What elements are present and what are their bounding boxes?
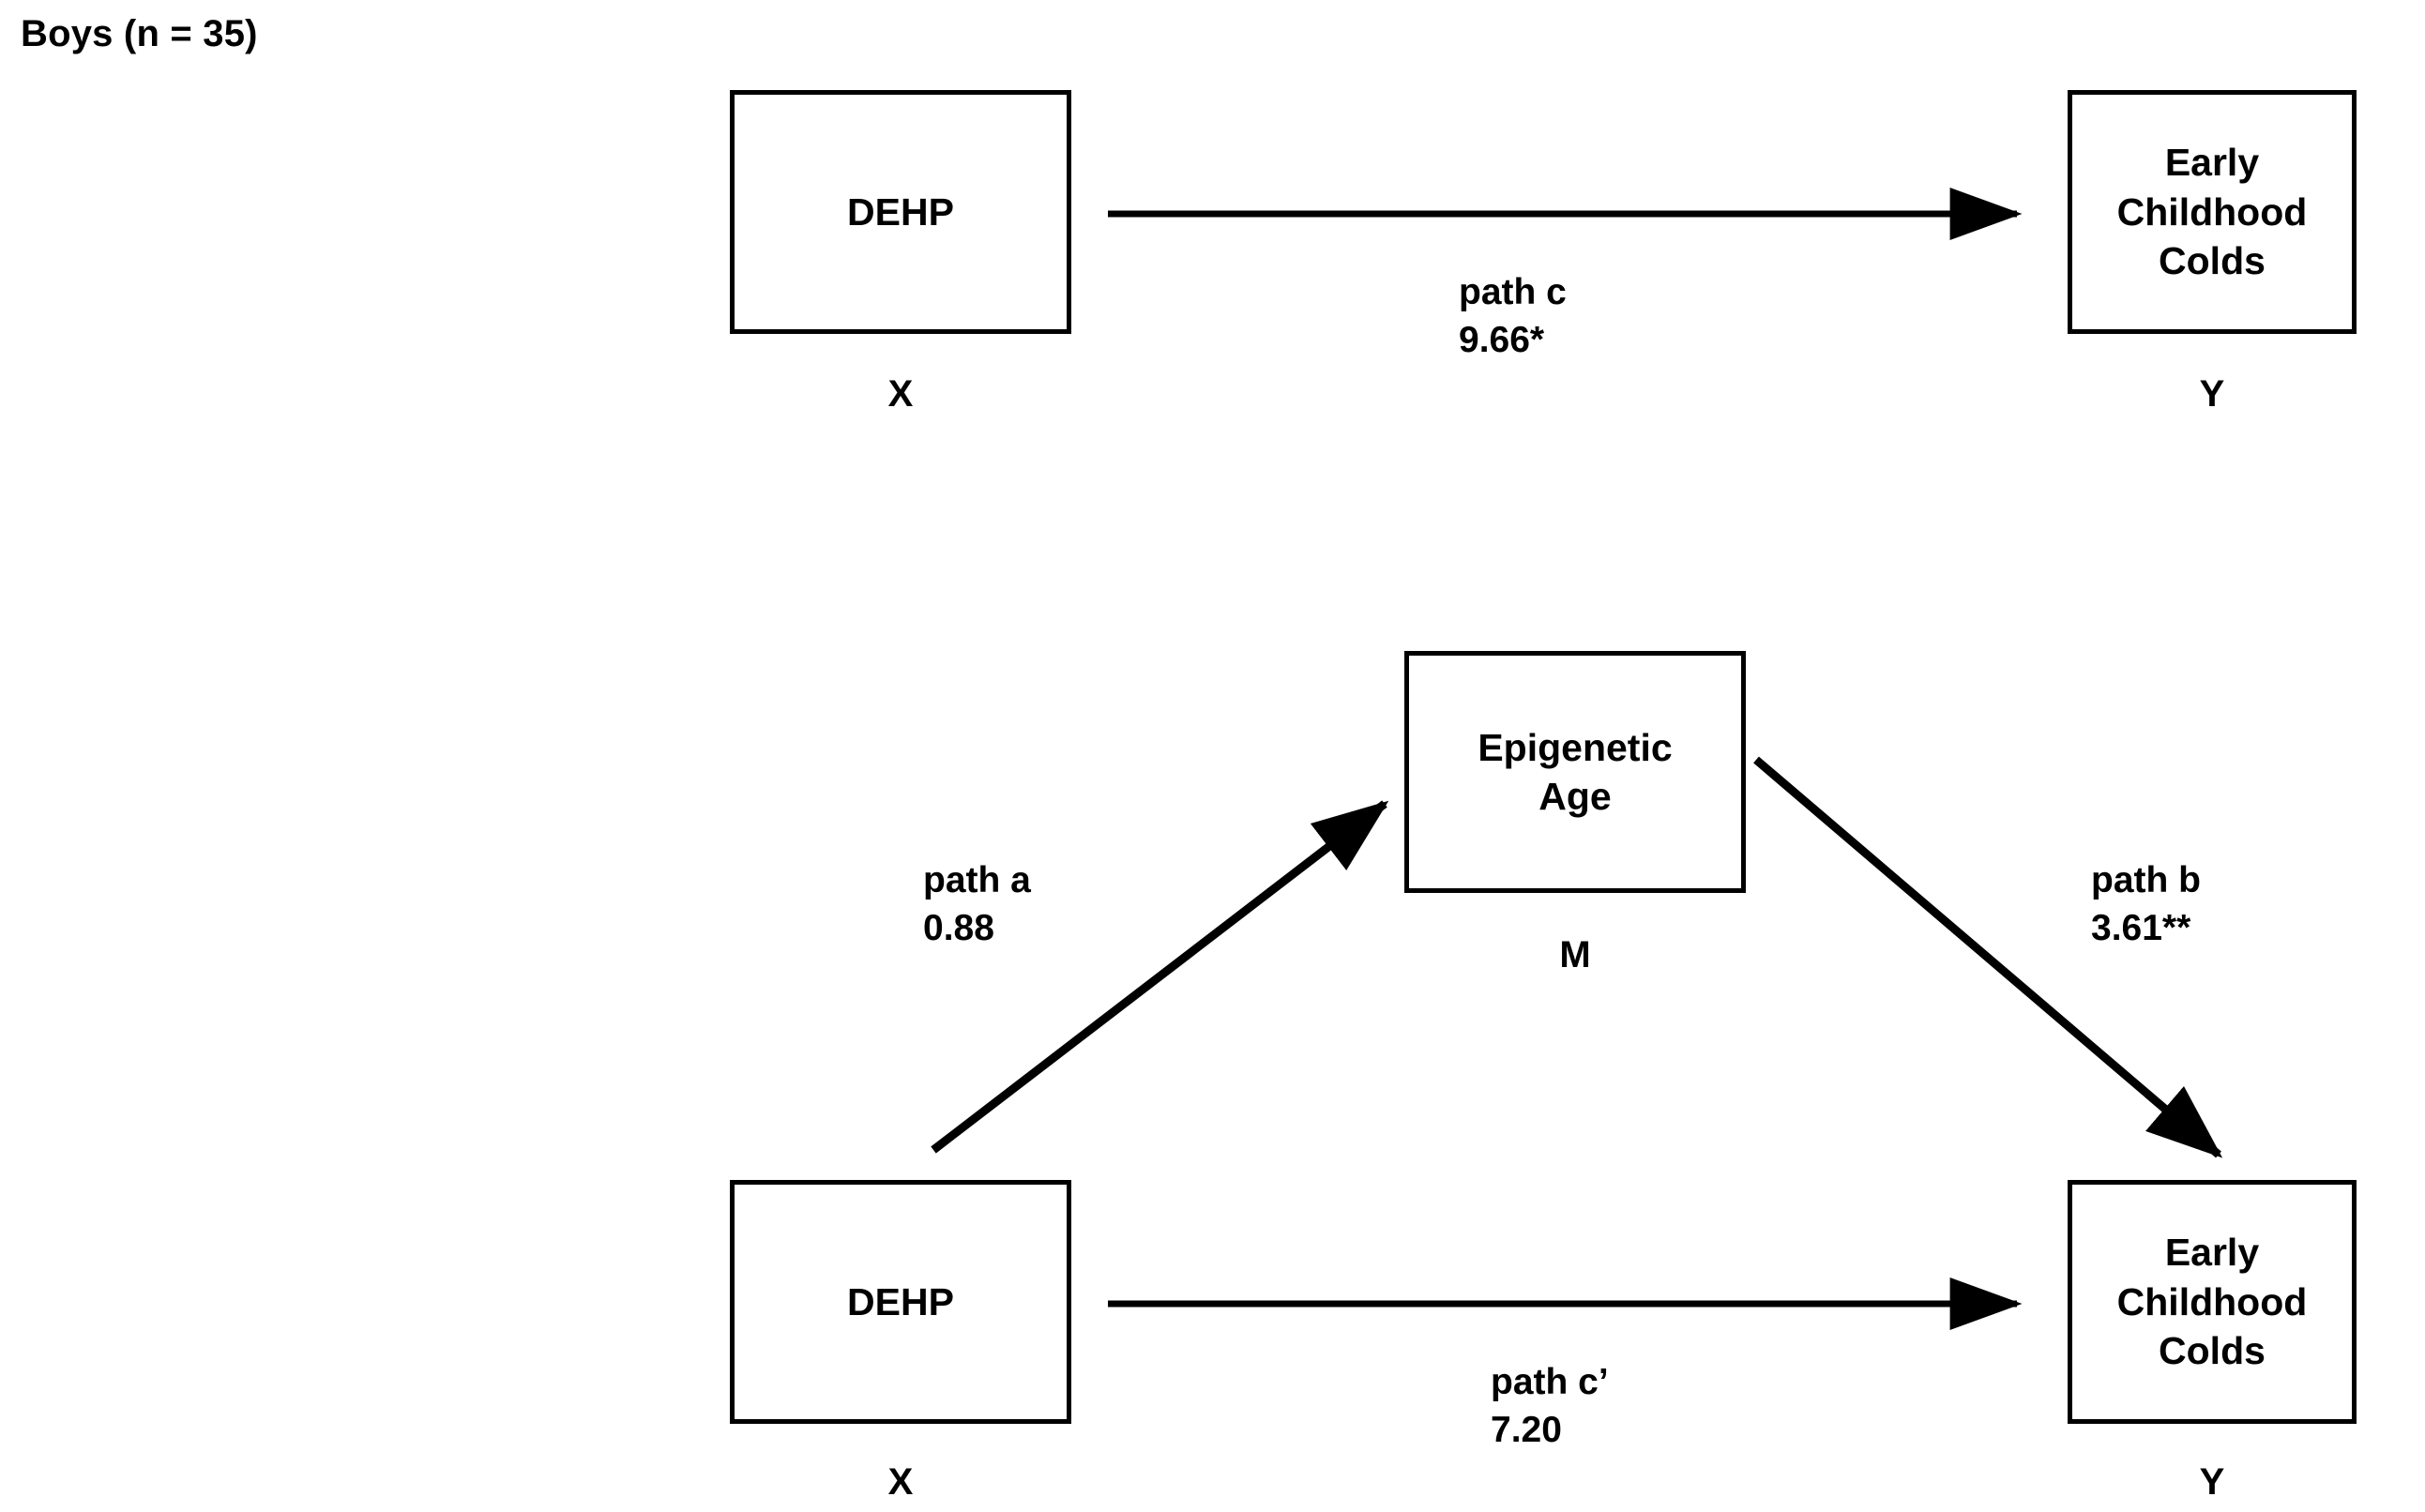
node-label-dehp-bottom: DEHP xyxy=(847,1279,954,1323)
node-box-dehp-bottom[interactable]: DEHP xyxy=(730,1180,1071,1424)
path-c-prime-value: 7.20 xyxy=(1491,1410,1562,1451)
path-label-c-prime: path c’ 7.20 xyxy=(1491,1358,1609,1455)
path-c-prime-name: path c’ xyxy=(1491,1362,1609,1402)
node-label-colds-top: Early Childhood Colds xyxy=(2108,138,2317,285)
path-a-name: path a xyxy=(923,860,1031,900)
role-letter-m: M xyxy=(1559,934,1591,975)
role-letter-x-bottom: X xyxy=(887,1461,914,1503)
node-label-dehp-top: DEHP xyxy=(847,189,954,234)
path-a-value: 0.88 xyxy=(923,908,994,949)
node-label-epigenetic-age: Epigenetic Age xyxy=(1468,723,1681,822)
path-label-c: path c 9.66* xyxy=(1360,268,1834,365)
arrow-path-b xyxy=(1753,756,2223,1158)
path-b-value: 3.61** xyxy=(2091,908,2191,949)
role-letter-y-top: Y xyxy=(2199,373,2225,415)
path-label-a: path a 0.88 xyxy=(923,856,1031,953)
node-label-colds-bottom-line1: Early xyxy=(2164,1231,2260,1275)
path-label-b: path b 3.61** xyxy=(2091,856,2201,953)
role-letter-x-top: X xyxy=(887,373,914,415)
node-label-colds-top-line2: Childhood xyxy=(2116,189,2308,234)
node-label-colds-top-line3: Colds xyxy=(2159,239,2266,283)
node-label-colds-bottom-line3: Colds xyxy=(2159,1329,2266,1373)
role-letter-y-bottom: Y xyxy=(2199,1461,2225,1503)
node-box-dehp-top[interactable]: DEHP xyxy=(730,90,1071,334)
panel-title: Boys (n = 35) xyxy=(21,13,258,54)
node-box-epigenetic-age[interactable]: Epigenetic Age xyxy=(1404,651,1746,893)
node-label-epigenetic-age-line1: Epigenetic xyxy=(1478,725,1673,769)
node-label-epigenetic-age-line2: Age xyxy=(1538,775,1612,818)
node-label-colds-bottom-line2: Childhood xyxy=(2116,1279,2308,1323)
node-label-colds-top-line1: Early xyxy=(2164,141,2260,185)
node-label-colds-bottom: Early Childhood Colds xyxy=(2108,1228,2317,1375)
path-c-name: path c xyxy=(1459,272,1567,312)
path-b-name: path b xyxy=(2091,860,2201,900)
node-box-colds-bottom[interactable]: Early Childhood Colds xyxy=(2068,1180,2357,1424)
node-box-colds-top[interactable]: Early Childhood Colds xyxy=(2068,90,2357,334)
path-c-value: 9.66* xyxy=(1459,320,1545,361)
